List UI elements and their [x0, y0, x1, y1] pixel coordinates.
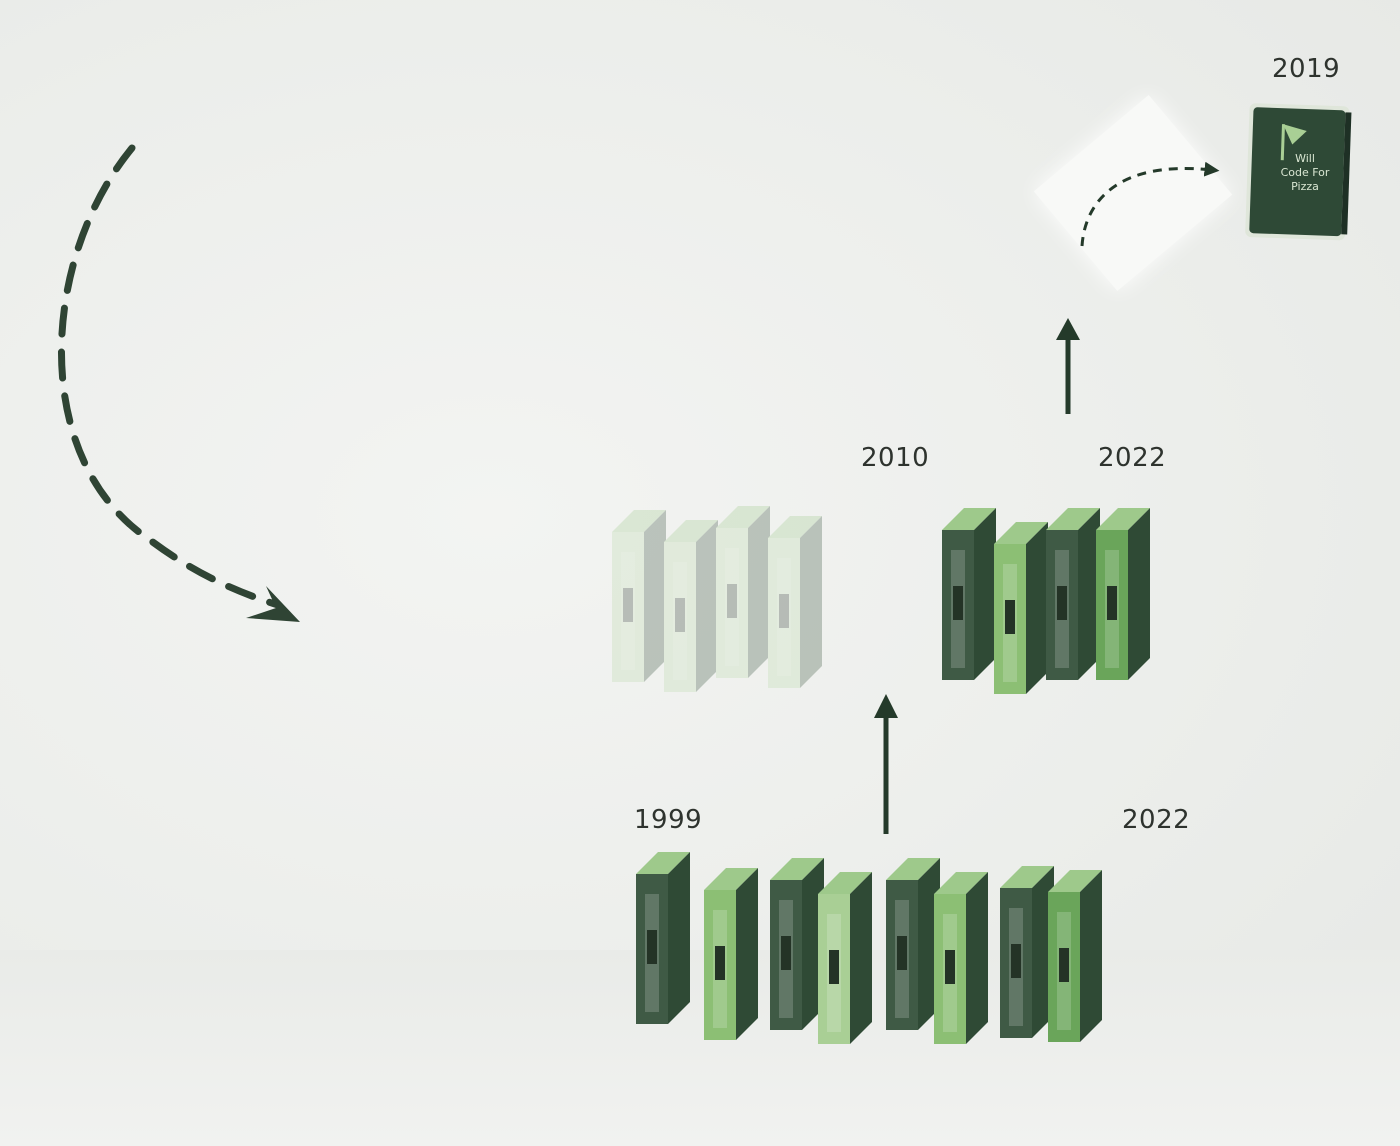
pizza-book-cover-text: Will Code For Pizza [1262, 152, 1348, 194]
arrow-to-2022-shelf [1056, 318, 1080, 414]
shelf-left-year-label: 2010 [861, 443, 930, 473]
arrow-to-2010-shelf [874, 694, 898, 834]
base-right-year-label: 2022 [1122, 805, 1191, 835]
shelf-right-year-label: 2022 [1098, 443, 1167, 473]
paper-dashed-arrow [1080, 161, 1220, 247]
cover-line-3: Pizza [1291, 180, 1319, 193]
book-year-label: 2019 [1272, 54, 1341, 84]
floor-background [0, 950, 1400, 1146]
shelf-2022 [942, 508, 1150, 694]
base-shelf [636, 852, 1102, 1044]
pizza-book [1245, 103, 1352, 241]
faded-shelf-2010 [612, 506, 822, 692]
base-left-year-label: 1999 [634, 805, 703, 835]
cover-line-2: Code For [1280, 166, 1330, 179]
dashed-curve-arrowhead [246, 586, 300, 622]
cover-line-1: Will [1295, 152, 1315, 165]
dashed-curve-arrow [58, 144, 282, 609]
pizza-slice-icon [1280, 124, 1307, 161]
